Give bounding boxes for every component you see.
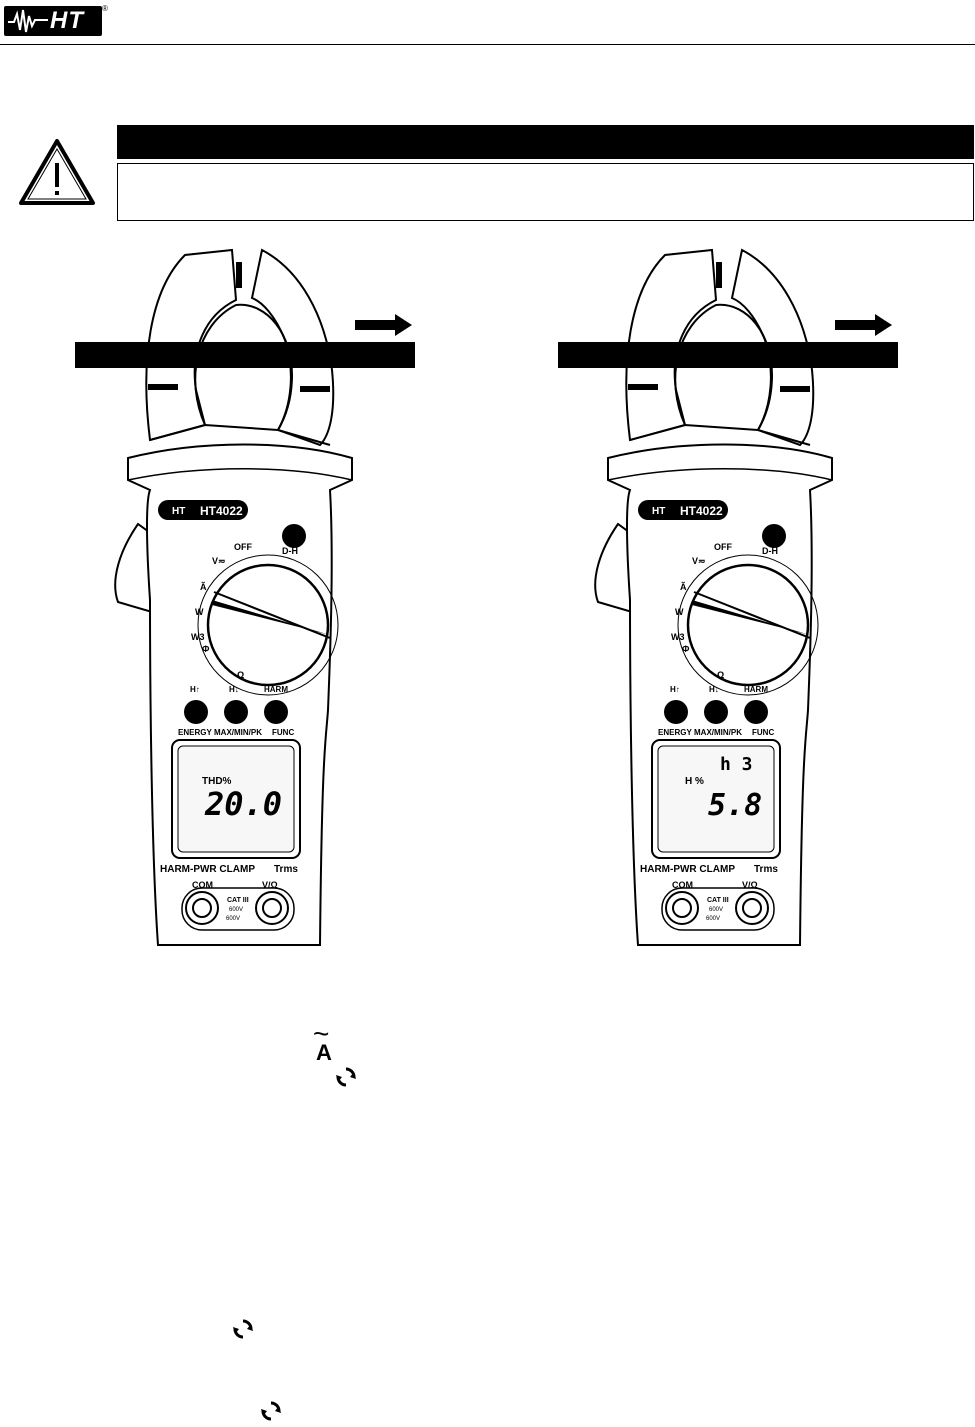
refresh-icon <box>336 1067 356 1087</box>
lcd-label: H % <box>685 776 704 787</box>
jack-v-label: V/Ω <box>262 880 278 890</box>
btn-harm-label: HARM <box>744 685 768 694</box>
warning-title-bar <box>117 125 974 159</box>
brand-label: HT <box>652 506 665 517</box>
footer-trms: Trms <box>274 864 298 875</box>
footer-model-text: HARM-PWR CLAMP <box>160 864 255 875</box>
dial-phi: Φ <box>682 644 690 654</box>
dial-ohm: Ω <box>717 670 724 680</box>
dial-v: V≂ <box>692 556 706 566</box>
refresh-icon <box>233 1319 253 1339</box>
voltage-rating-1: 600V <box>709 907 723 913</box>
dial-v: V≂ <box>212 556 226 566</box>
jack-v-label: V/Ω <box>742 880 758 890</box>
dial-w: W <box>675 607 684 617</box>
dial-w3: W3 <box>671 632 685 642</box>
dial-w3: W3 <box>191 632 205 642</box>
btn-h-up-label: H↑ <box>190 685 200 694</box>
btn-h-up-label: H↑ <box>670 685 680 694</box>
clamp-meter-right: HT HT4022 D-H OFF V≂ Ã W W3 Φ Ω H↑ H↓ HA… <box>558 248 898 947</box>
dial-off: OFF <box>234 542 252 552</box>
btn-maxmin-label: MAX/MIN/PK <box>694 728 742 737</box>
current-direction-arrow-left <box>355 314 412 336</box>
dial-phi: Φ <box>202 644 210 654</box>
warning-triangle-icon <box>19 139 95 205</box>
btn-energy-label: ENERGY <box>178 728 212 737</box>
refresh-icon <box>261 1401 281 1421</box>
lcd-value: 20.0 <box>204 785 282 823</box>
footer-trms: Trms <box>754 864 778 875</box>
logo-text: HT <box>50 7 84 34</box>
page-header: HT ® <box>0 0 975 46</box>
lcd-harmonic: h 3 <box>720 754 753 775</box>
ht-logo: HT <box>4 6 102 36</box>
lcd-label: THD% <box>202 776 232 787</box>
brand-label: HT <box>172 506 185 517</box>
clamp-meter-left: HT HT4022 D-H OFF V≂ Ã W W3 Φ Ω H↑ H↓ HA… <box>75 248 415 947</box>
jack-com-label: COM <box>192 880 213 890</box>
clamp-meter-figure: HT HT4022 D-H OFF V≂ Ã W W3 Φ Ω H↑ H↓ HA… <box>75 248 898 947</box>
cable-right <box>558 342 898 368</box>
cable-left <box>75 342 415 368</box>
dial-off: OFF <box>714 542 732 552</box>
light-button-label: D-H <box>762 546 778 556</box>
dial-ohm: Ω <box>237 670 244 680</box>
btn-maxmin-label: MAX/MIN/PK <box>214 728 262 737</box>
dial-a: Ã <box>200 582 207 592</box>
cat-label: CAT III <box>227 897 249 904</box>
header-divider <box>0 44 975 45</box>
current-direction-arrow-right <box>835 314 892 336</box>
voltage-rating-2: 600V <box>706 916 720 922</box>
jack-com-label: COM <box>672 880 693 890</box>
btn-h-down-label: H↓ <box>229 685 239 694</box>
btn-func-label: FUNC <box>272 728 294 737</box>
voltage-rating-2: 600V <box>226 916 240 922</box>
model-label: HT4022 <box>200 504 243 518</box>
btn-h-down-label: H↓ <box>709 685 719 694</box>
light-button-label: D-H <box>282 546 298 556</box>
voltage-rating-1: 600V <box>229 907 243 913</box>
dial-a: Ã <box>680 582 687 592</box>
dial-w: W <box>195 607 204 617</box>
btn-harm-label: HARM <box>264 685 288 694</box>
footer-model-text: HARM-PWR CLAMP <box>640 864 735 875</box>
model-label: HT4022 <box>680 504 723 518</box>
warning-body-box <box>117 163 974 221</box>
cat-label: CAT III <box>707 897 729 904</box>
ac-current-symbol: A <box>316 1040 332 1065</box>
btn-func-label: FUNC <box>752 728 774 737</box>
waveform-icon <box>8 9 48 33</box>
ac-tilde-symbol: ~ <box>313 1018 330 1049</box>
lcd-value: 5.8 <box>708 788 762 823</box>
btn-energy-label: ENERGY <box>658 728 692 737</box>
registered-mark: ® <box>102 4 108 13</box>
